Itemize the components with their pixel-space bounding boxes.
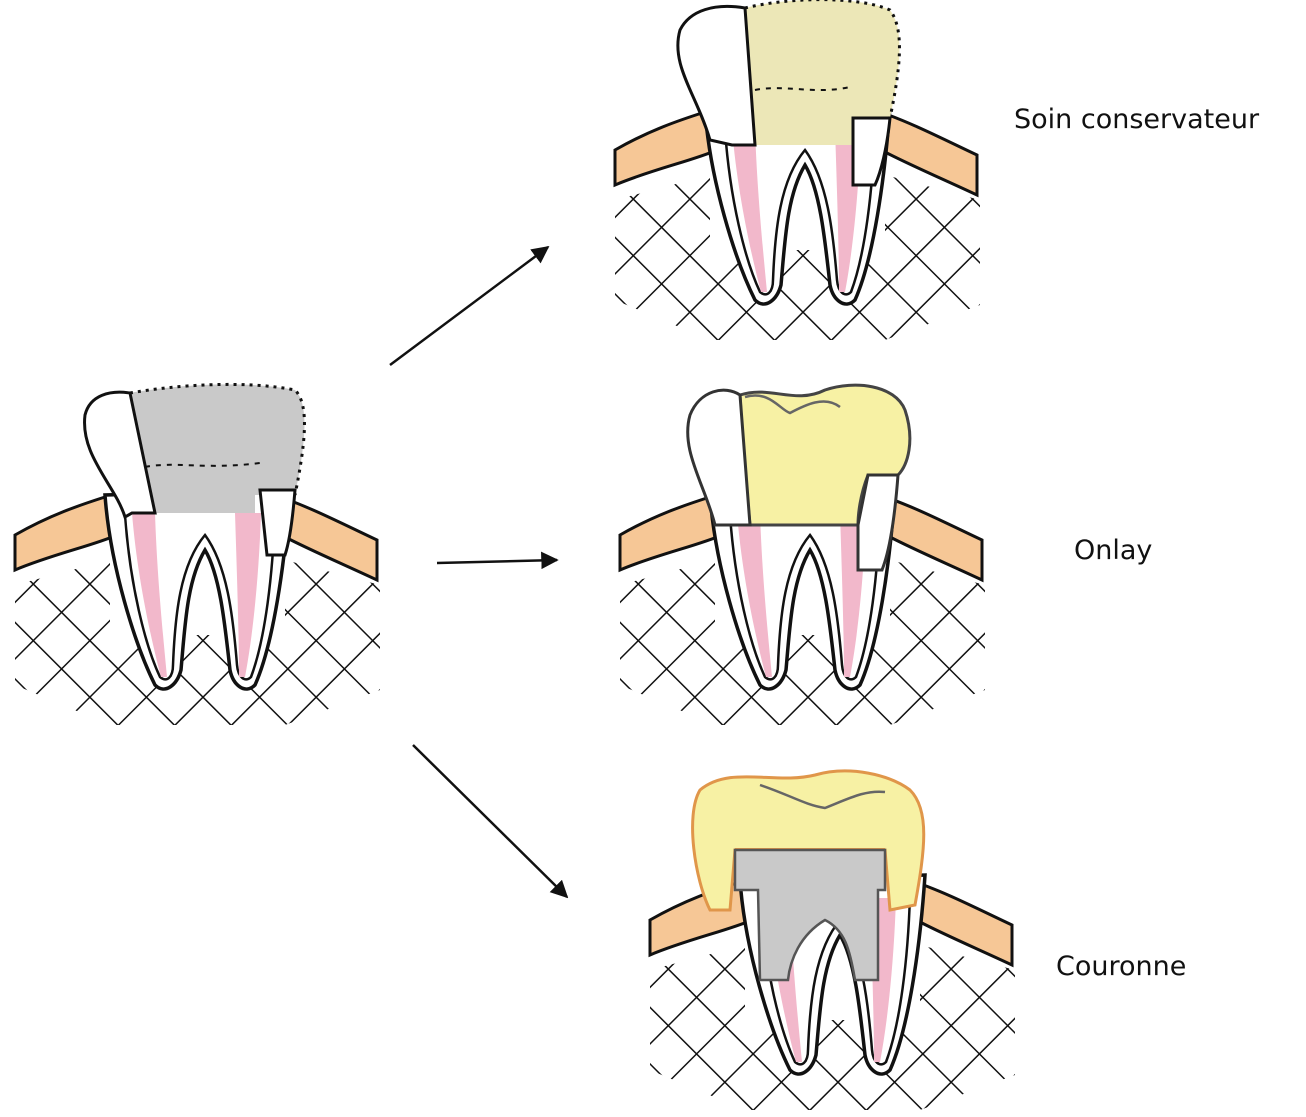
label-soin-conservateur: Soin conservateur (1014, 106, 1259, 133)
arrow-to-couronne (413, 745, 567, 897)
label-onlay: Onlay (1074, 537, 1152, 564)
tooth-couronne (650, 771, 1015, 1110)
original-tooth (15, 384, 380, 725)
label-couronne: Couronne (1056, 953, 1186, 980)
tooth-onlay (620, 385, 985, 725)
arrow-to-onlay (437, 560, 557, 563)
tooth-soin-conservateur (615, 0, 980, 340)
arrow-to-soin (390, 247, 548, 365)
